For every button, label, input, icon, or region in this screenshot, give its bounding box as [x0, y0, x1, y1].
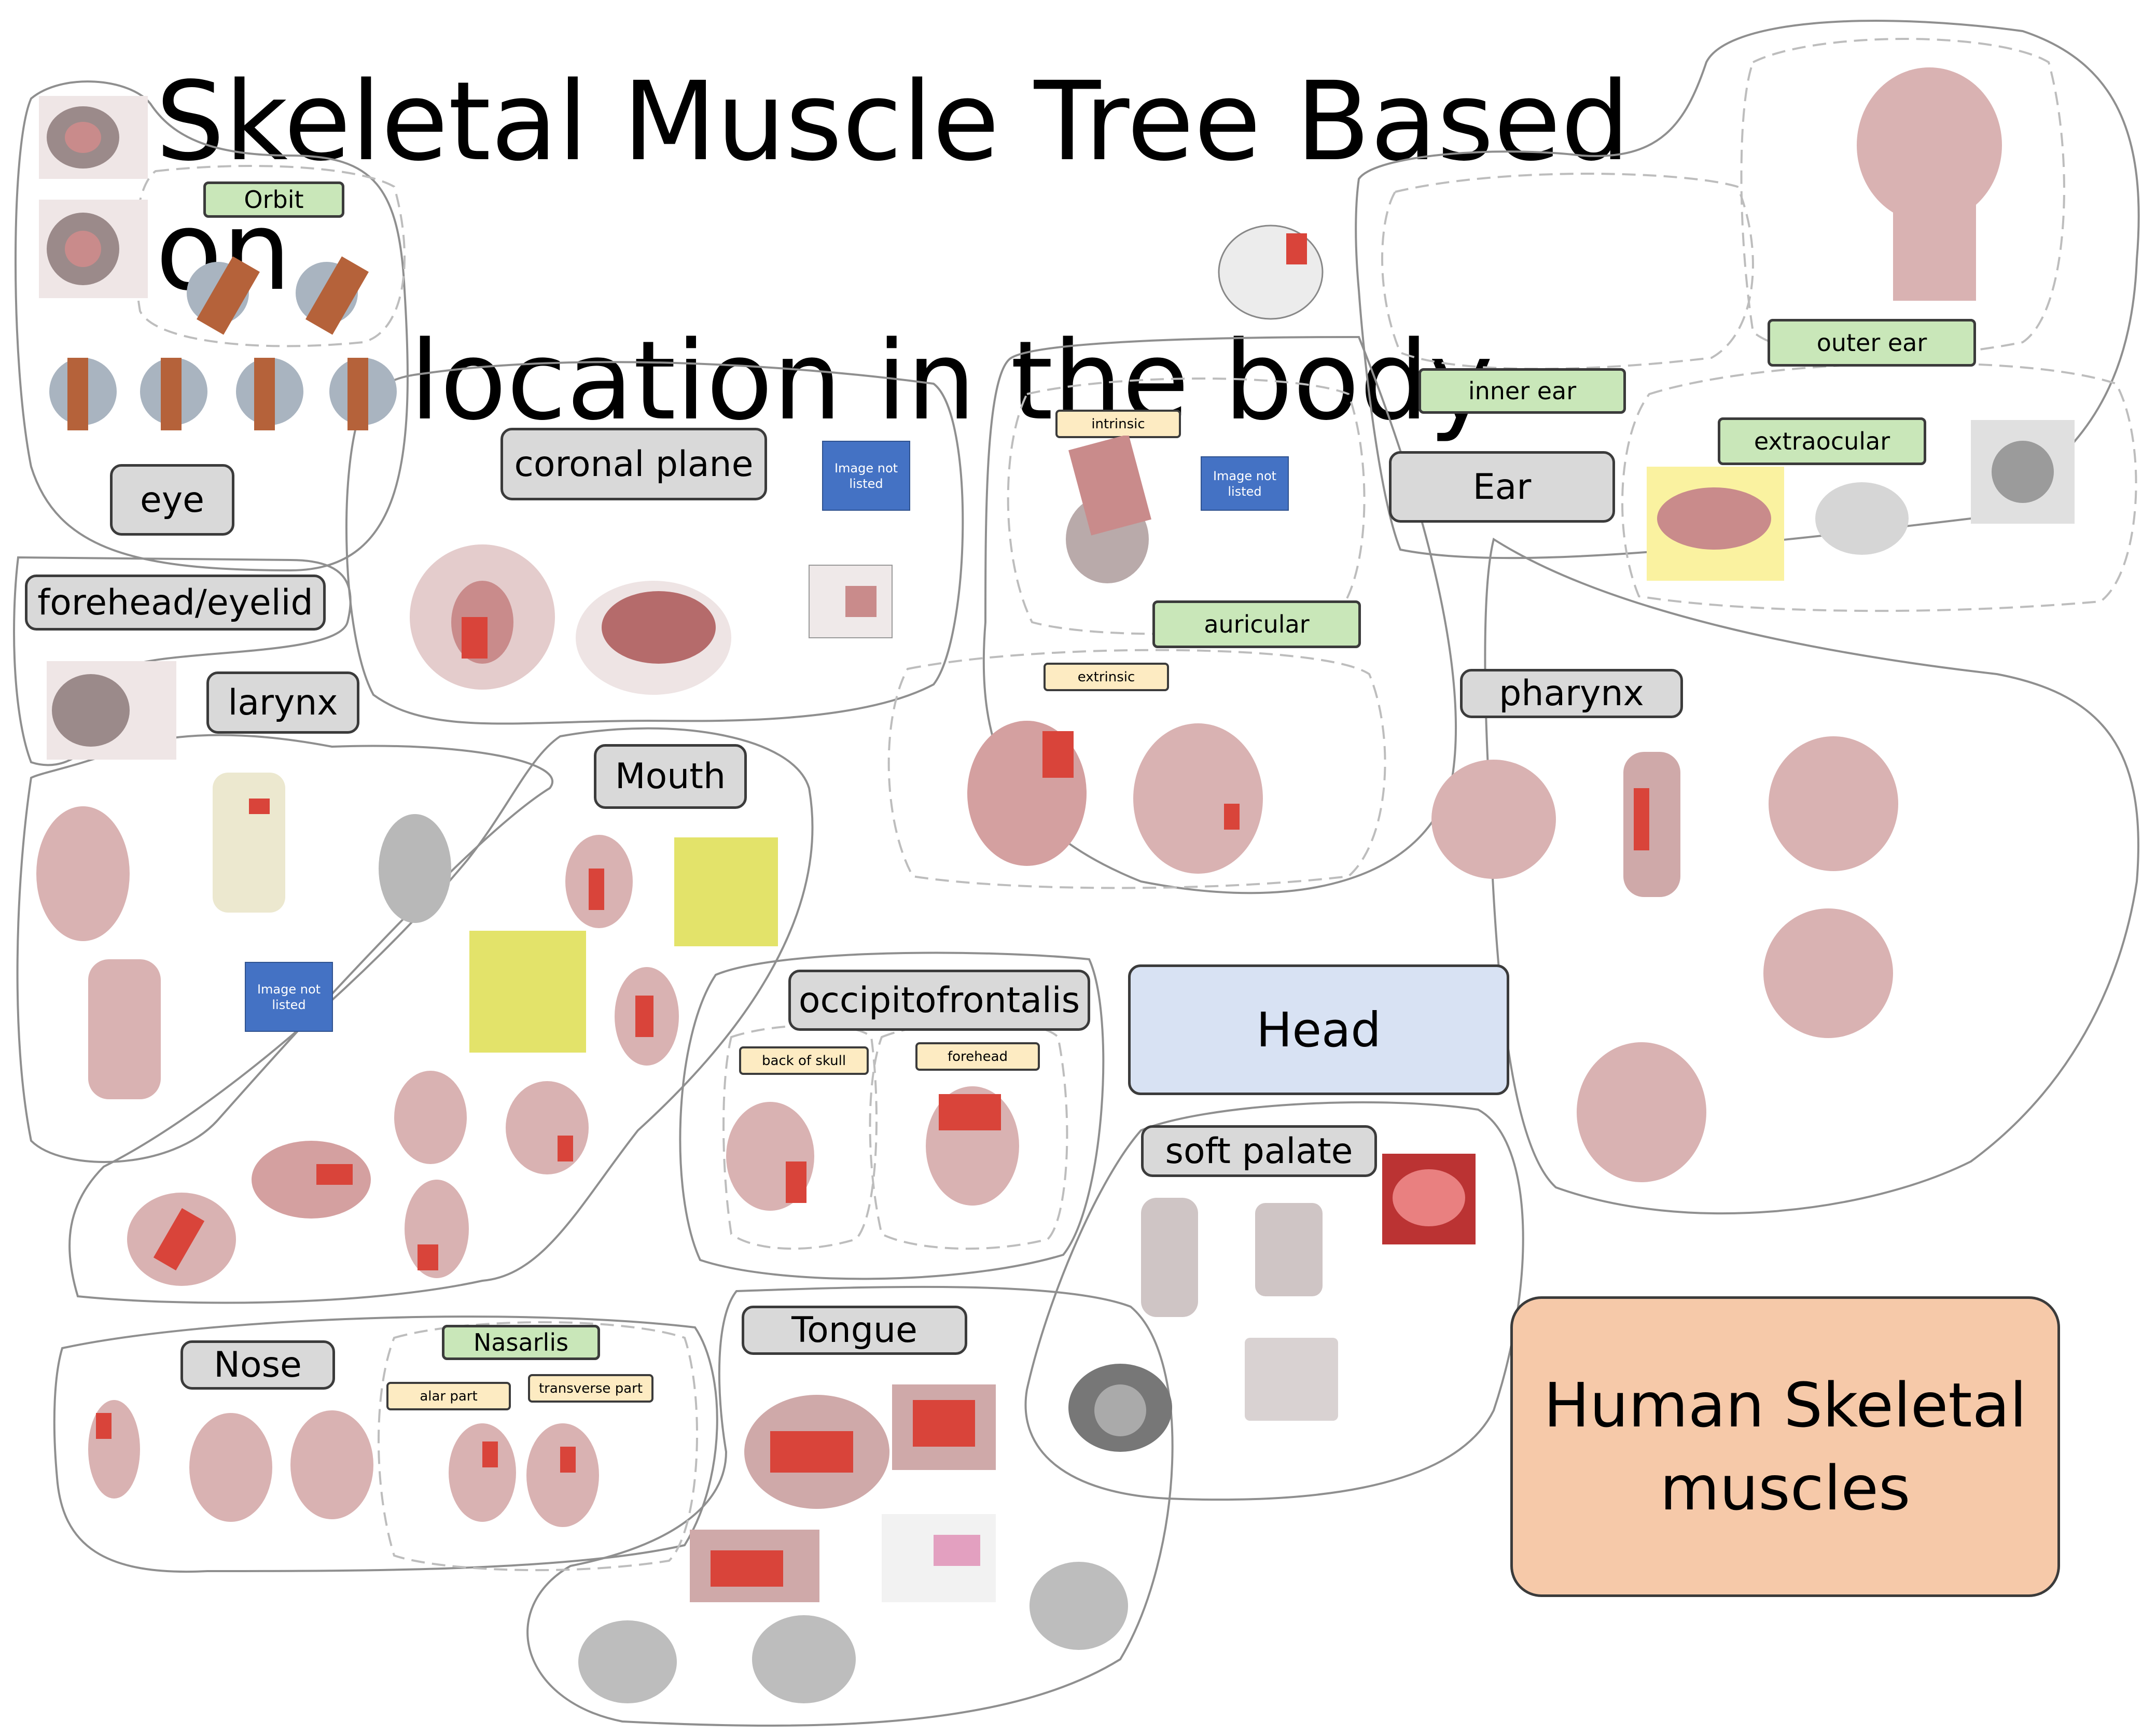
orbit-label: Orbit — [203, 181, 344, 218]
image-not-listed-placeholder: Image not listed — [1201, 456, 1289, 511]
tensor-tympani-illustration — [1208, 213, 1333, 332]
pharynx-label: pharynx — [1460, 669, 1683, 718]
ear-label: Ear — [1389, 451, 1615, 523]
image-not-listed-placeholder: Image not listed — [822, 441, 910, 511]
extrinsic-label: extrinsic — [1044, 663, 1169, 691]
superior-tarsal-illustration — [1810, 477, 1914, 560]
eye-label: eye — [110, 464, 234, 536]
larynx-label: larynx — [206, 671, 359, 734]
root-node: Human Skeletal muscles — [1510, 1296, 2060, 1597]
zygomaticus-illustration — [124, 1190, 239, 1289]
alar-part-label: alar part — [386, 1382, 511, 1410]
tongue-label: Tongue — [742, 1306, 967, 1355]
thyroarytenoid-illustration — [29, 801, 137, 946]
genioglossus-illustration — [739, 1379, 900, 1514]
inner-ear-label: inner ear — [1418, 368, 1626, 414]
head-node: Head — [1128, 964, 1509, 1095]
soft-palate-label: soft palate — [1141, 1125, 1377, 1177]
cricothyroid-illustration — [197, 767, 301, 918]
intrinsic-label: intrinsic — [1055, 410, 1181, 438]
uvulae-illustration — [1382, 1154, 1476, 1244]
depressor-septi-2-illustration — [288, 1408, 376, 1522]
extraocular-label: extraocular — [1718, 417, 1926, 465]
auricularis-head-illustration — [959, 716, 1094, 871]
frontalis-illustration — [923, 1084, 1022, 1208]
levator-veli-palatini-illustration — [1250, 1198, 1328, 1301]
styloglossus-illustration — [690, 1530, 819, 1602]
masseter-illustration — [405, 539, 560, 695]
mouth-label: Mouth — [594, 744, 747, 809]
forehead-sub-label: forehead — [915, 1042, 1040, 1071]
back-of-skull-label: back of skull — [739, 1046, 869, 1075]
depressor-septi-illustration — [187, 1410, 275, 1524]
salpingopharyngeus-illustration — [1603, 747, 1701, 902]
occipitalis-illustration — [724, 1099, 817, 1213]
auricle-intrinsic-illustration — [1048, 436, 1167, 586]
risorius-illustration — [249, 1138, 373, 1221]
cricoarytenoid-illustration — [67, 954, 182, 1104]
auricularis-profile-illustration — [1125, 716, 1271, 881]
coronal-plane-label: coronal plane — [500, 428, 767, 500]
levator-palpebrae-illustration — [1647, 467, 1784, 581]
levator-labii-illustration — [612, 964, 682, 1068]
orbicularis-oculi-illustration — [44, 659, 179, 762]
transversus-lingual-illustration — [747, 1613, 861, 1706]
occipitofrontalis-label: occipitofrontalis — [788, 970, 1090, 1031]
image-not-listed-placeholder: Image not listed — [245, 962, 333, 1032]
forehead-eyelid-label: forehead/eyelid — [25, 575, 326, 631]
mentalis-illustration — [402, 1177, 472, 1281]
transverse-part-label: transverse part — [528, 1374, 653, 1403]
eyeball-rotation-illustration — [161, 249, 379, 337]
nasalis-alar-illustration — [446, 1421, 519, 1524]
chondroglossus-illustration — [882, 1514, 996, 1602]
eyeball-muscles-illustration — [41, 342, 405, 436]
nose-region-outline — [54, 1317, 717, 1572]
middle-constrictor-illustration — [1758, 905, 1898, 1042]
outer-ear-label: outer ear — [1768, 319, 1976, 367]
temporalis-illustration — [571, 576, 736, 700]
inner-ear-sub-outline — [1382, 174, 1753, 369]
longitudinal-lingual-illustration — [1027, 1558, 1131, 1654]
arytenoid-illustration — [371, 809, 459, 928]
auricular-label: auricular — [1152, 600, 1361, 648]
temporoparietalis-illustration — [1831, 62, 2028, 306]
levator-palatini-illustration — [1240, 1333, 1343, 1426]
stylopharyngeus-illustration — [1426, 754, 1561, 884]
eyebrow-muscle-illustration — [36, 197, 150, 301]
oblique-eye-illustration — [1966, 415, 2080, 529]
hyoglossus-illustration — [892, 1384, 996, 1470]
procerus-illustration — [86, 1397, 143, 1501]
tensor-veli-palatini-illustration — [1131, 1193, 1208, 1322]
verticalis-illustration — [576, 1618, 679, 1706]
depressor-anguli-oris-illustration — [469, 931, 586, 1053]
nose-label: Nose — [180, 1340, 335, 1390]
transversus-menti-illustration — [674, 837, 778, 946]
buccinator-illustration — [392, 1068, 469, 1167]
orbit-muscle-illustration — [36, 93, 150, 181]
nasalis-label: Nasarlis — [442, 1325, 600, 1360]
pterygoid-illustration — [804, 555, 908, 643]
superior-constrictor-illustration — [1571, 1037, 1712, 1187]
palatoglossus-illustration — [1063, 1359, 1177, 1457]
nasalis-transverse-illustration — [524, 1421, 602, 1530]
levator-anguli-oris-illustration — [563, 832, 635, 931]
orbicularis-oris-illustration — [500, 1079, 594, 1177]
inferior-constrictor-illustration — [1763, 731, 1903, 874]
